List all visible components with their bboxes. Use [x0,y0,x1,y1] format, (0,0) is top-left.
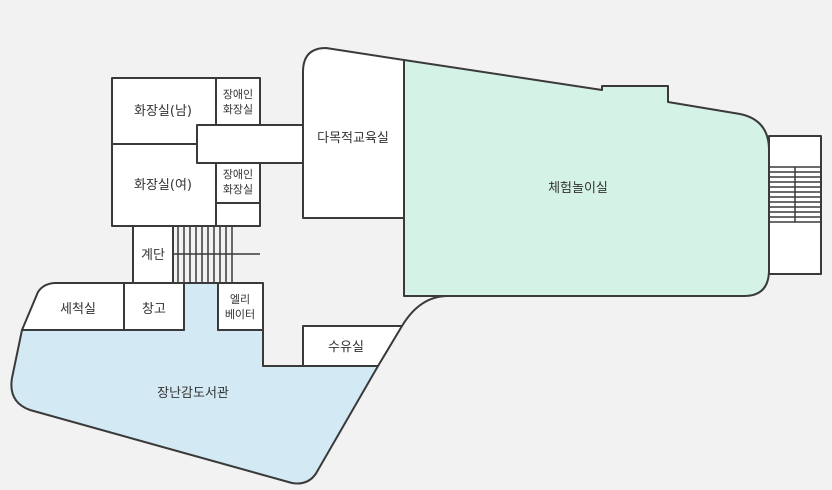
laundry-room-label: 세척실 [60,302,96,317]
multipurpose-room-label: 다목적교육실 [317,131,389,146]
toy-library-label: 장난감도서관 [157,386,229,401]
restroom-women-label: 화장실(여) [134,178,192,193]
laundry-room-area[interactable] [21,282,125,331]
nursing-room-label: 수유실 [328,340,364,355]
accessible-restroom-1-label-line1: 장애인 [223,88,253,101]
nursing-room-area[interactable] [302,325,403,367]
accessible-restroom-2-lower [215,202,261,227]
elevator-area[interactable] [217,282,264,331]
stairs-label: 계단 [141,248,165,263]
accessible-restroom-1-label-line2: 화장실 [223,103,253,116]
accessible-restroom-2-label-line1: 장애인 [223,168,253,181]
hall-connector [196,124,304,164]
elevator-label-line1: 엘리 [230,293,250,306]
play-room-label: 체험놀이실 [548,181,608,196]
play-room-area[interactable] [403,59,770,297]
accessible-restroom-2-label-line2: 화장실 [223,183,253,196]
stairs-area[interactable] [132,225,174,284]
accessible-restroom-1-area[interactable] [215,77,261,126]
restroom-men-label: 화장실(남) [134,104,192,119]
storage-label: 창고 [142,302,166,317]
corridor-connector [401,295,740,327]
right-stair-treads [769,166,821,223]
elevator-label-line2: 베이터 [225,308,255,321]
stair-treads [172,226,260,283]
